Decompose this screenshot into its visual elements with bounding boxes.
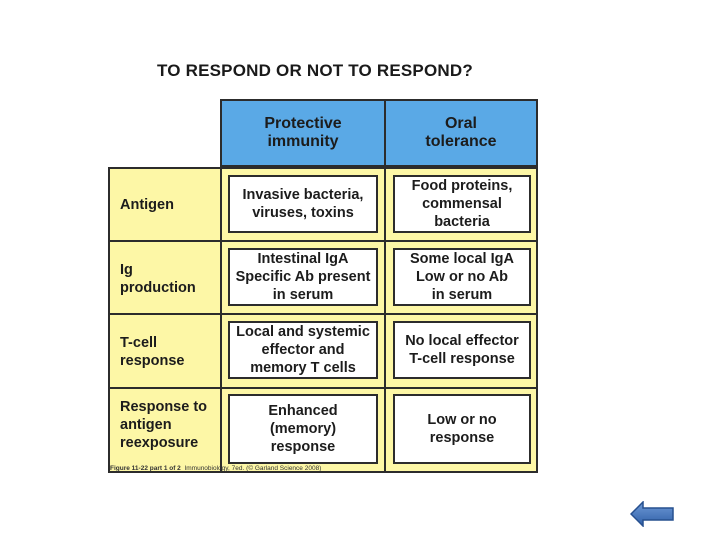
column-divider [220,167,222,473]
cell-reexposure-oral: Low or no response [393,394,531,464]
cell-text: Low or no response [427,412,497,446]
cell-text: Some local IgA Low or no Ab in serum [410,251,514,303]
cell-ig-oral: Some local IgA Low or no Ab in serum [393,248,531,306]
comparison-table: Protective immunity Oral tolerance Antig… [108,99,538,473]
cell-ig-protective: Intestinal IgA Specific Ab present in se… [228,248,378,306]
figure-caption: Figure 11-22 part 1 of 2 Immunobiology, … [110,465,321,472]
cell-reexposure-protective: Enhanced (memory) response [228,394,378,464]
cell-text: Invasive bacteria, viruses, toxins [242,187,364,221]
cell-text: No local effector T-cell response [405,333,519,367]
cell-text: Local and systemic effector and memory T… [236,324,370,376]
cell-text: Intestinal IgA Specific Ab present in se… [235,251,371,303]
row-divider [108,387,538,389]
slide-title: TO RESPOND OR NOT TO RESPOND? [157,61,473,80]
row-label-ig-production: Ig production [120,262,196,296]
left-arrow-icon [629,500,674,528]
row-divider [108,313,538,315]
column-header-protective-immunity: Protective immunity [220,99,386,167]
row-divider [108,240,538,242]
cell-antigen-oral: Food proteins, commensal bacteria [393,175,531,233]
column-header-label: Oral tolerance [425,115,497,150]
column-header-oral-tolerance: Oral tolerance [384,99,538,167]
row-label-antigen: Antigen [120,197,174,213]
row-label-reexposure: Response to antigen reexposure [120,399,208,451]
cell-antigen-protective: Invasive bacteria, viruses, toxins [228,175,378,233]
back-button[interactable] [629,500,674,528]
caption-source: Immunobiology, 7ed. (© Garland Science 2… [184,465,322,472]
cell-text: Enhanced (memory) response [268,403,338,455]
column-header-label: Protective immunity [264,115,342,150]
cell-text: Food proteins, commensal bacteria [411,178,513,230]
row-label-t-cell-response: T-cell response [120,335,185,369]
caption-figure-ref: Figure 11-22 part 1 of 2 [110,465,181,472]
cell-tcell-oral: No local effector T-cell response [393,321,531,379]
table-corner [108,99,221,167]
column-divider [384,167,386,473]
cell-tcell-protective: Local and systemic effector and memory T… [228,321,378,379]
